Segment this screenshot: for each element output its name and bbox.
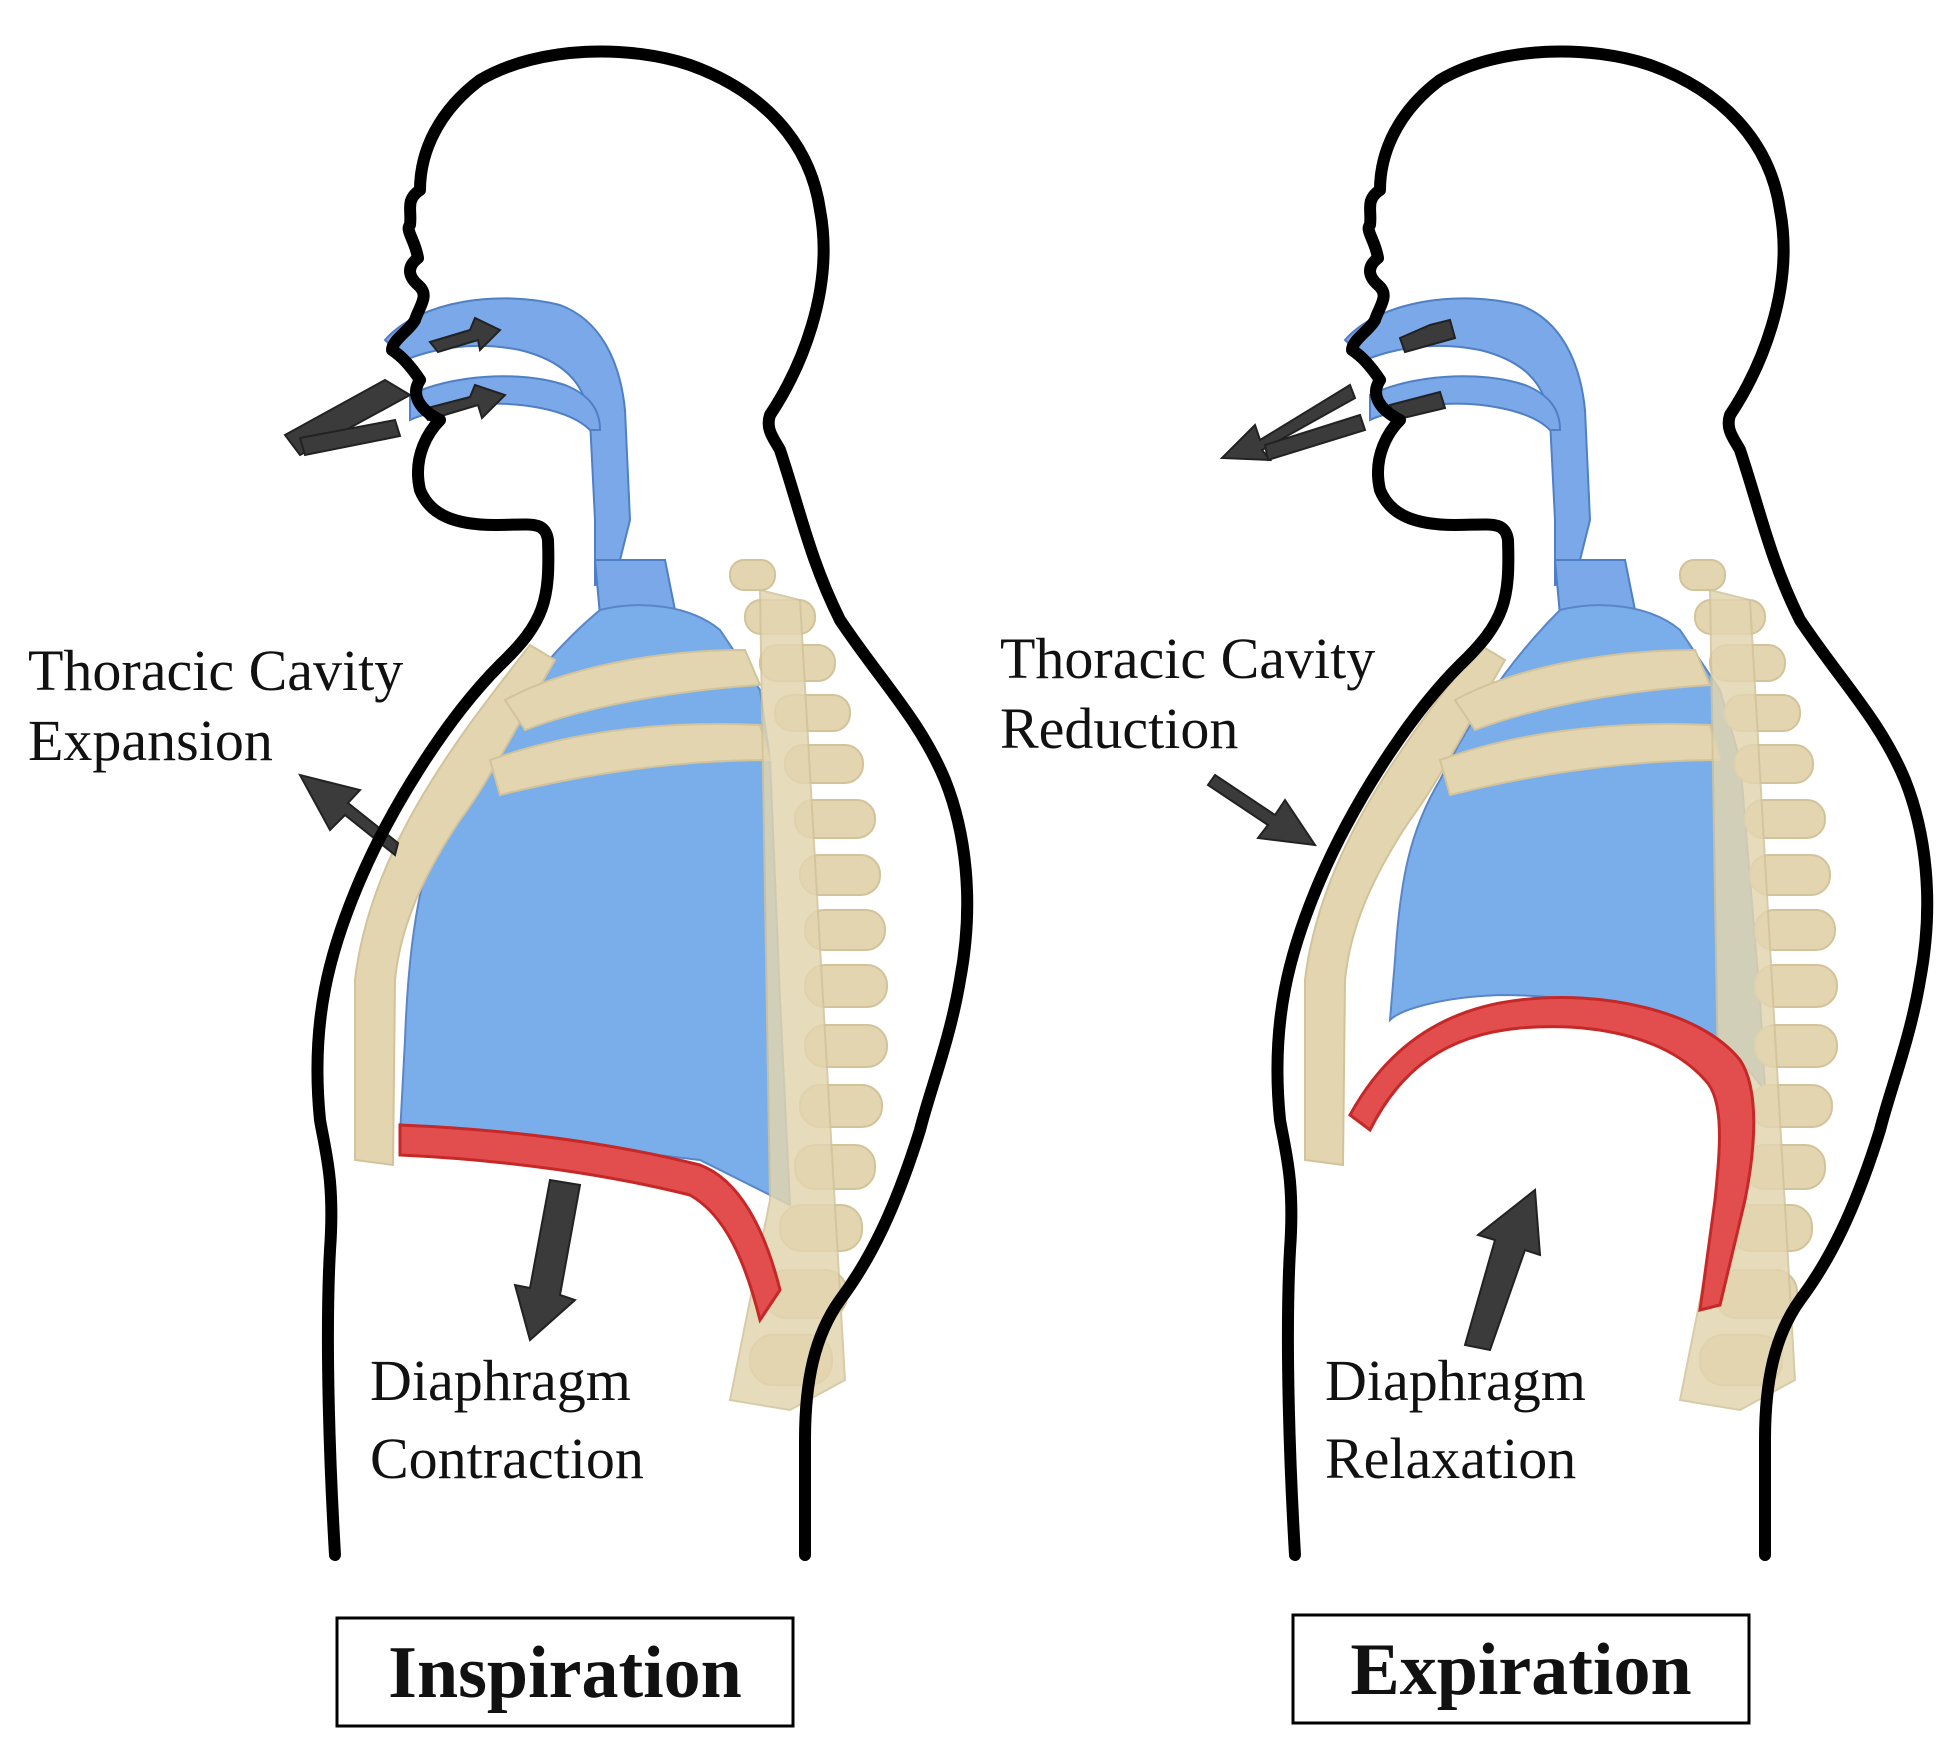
inspiration-cavity-label-line2: Expansion <box>28 708 273 773</box>
inspiration-caption: Inspiration <box>335 1616 795 1728</box>
expiration-airway <box>1343 297 1637 617</box>
expiration-diaphragm <box>1348 996 1756 1312</box>
expiration-body-outline <box>1271 45 1934 1561</box>
inspiration-cavity-arrow <box>298 773 400 857</box>
expiration-panel: Thoracic Cavity Reduction Diaphragm Rela… <box>1000 45 1934 1725</box>
inspiration-airway <box>383 297 677 617</box>
expiration-cavity-label-line1: Thoracic Cavity <box>1000 626 1375 691</box>
inspiration-diaphragm-label-line2: Contraction <box>370 1426 644 1491</box>
expiration-caption-box <box>1291 1613 1751 1725</box>
inspiration-body-outline <box>311 45 974 1561</box>
inspiration-diaphragm-label-line1: Diaphragm <box>370 1348 631 1413</box>
inspiration-caption-text: Inspiration <box>388 1632 742 1714</box>
inspiration-panel: Thoracic Cavity Expansion Diaphragm Cont… <box>28 45 974 1728</box>
inspiration-caption-box <box>335 1616 795 1728</box>
inspiration-spine <box>728 559 888 1412</box>
expiration-diaphragm-label-line1: Diaphragm <box>1325 1348 1586 1413</box>
expiration-caption: Expiration <box>1291 1613 1751 1725</box>
expiration-diaphragm-arrow <box>1463 1188 1542 1352</box>
expiration-cavity-arrow <box>1206 773 1318 847</box>
expiration-cavity-label-line2: Reduction <box>1000 696 1238 761</box>
inspiration-cavity-label-line1: Thoracic Cavity <box>28 638 403 703</box>
inspiration-ribcage <box>354 559 888 1412</box>
expiration-caption-text: Expiration <box>1350 1629 1691 1711</box>
inspiration-diaphragm <box>398 1123 782 1324</box>
inspiration-airflow-arrows <box>283 316 507 457</box>
inspiration-diaphragm-arrow <box>513 1178 582 1342</box>
expiration-diaphragm-label-line2: Relaxation <box>1325 1426 1576 1491</box>
